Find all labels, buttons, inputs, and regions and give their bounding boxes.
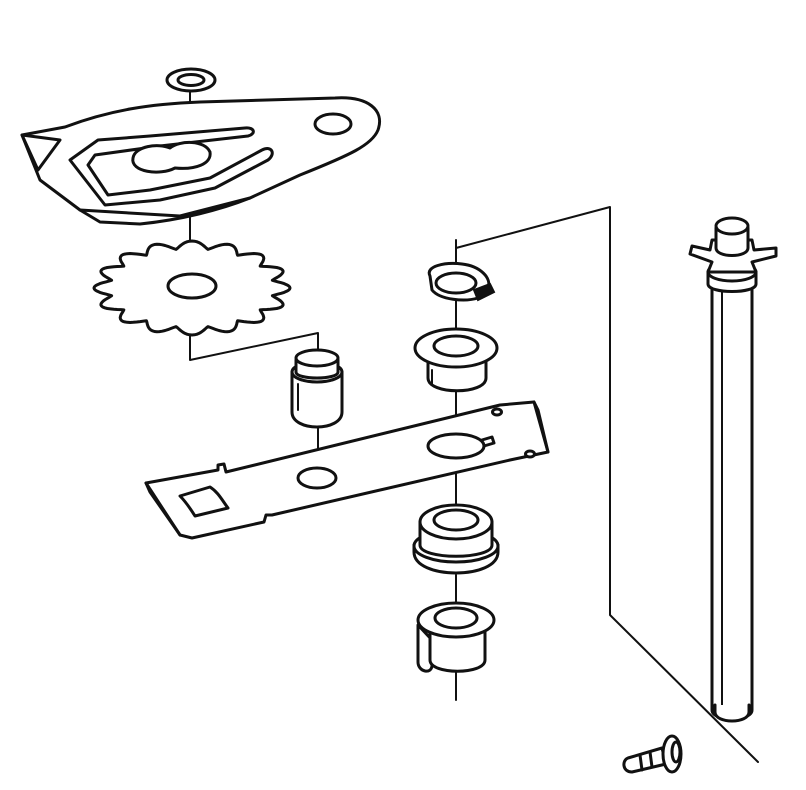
screw: [622, 734, 683, 774]
small-washer: [165, 67, 217, 93]
cover-plate: [20, 96, 381, 226]
sprocket: [92, 239, 292, 337]
lower-bushing: [416, 601, 496, 673]
shaft-with-sprocket: [688, 216, 778, 723]
retaining-clip: [427, 262, 496, 302]
roller-pin: [290, 348, 344, 429]
flanged-bushing: [412, 503, 500, 575]
upper-bushing: [413, 327, 499, 393]
mounting-bracket: [144, 400, 550, 540]
